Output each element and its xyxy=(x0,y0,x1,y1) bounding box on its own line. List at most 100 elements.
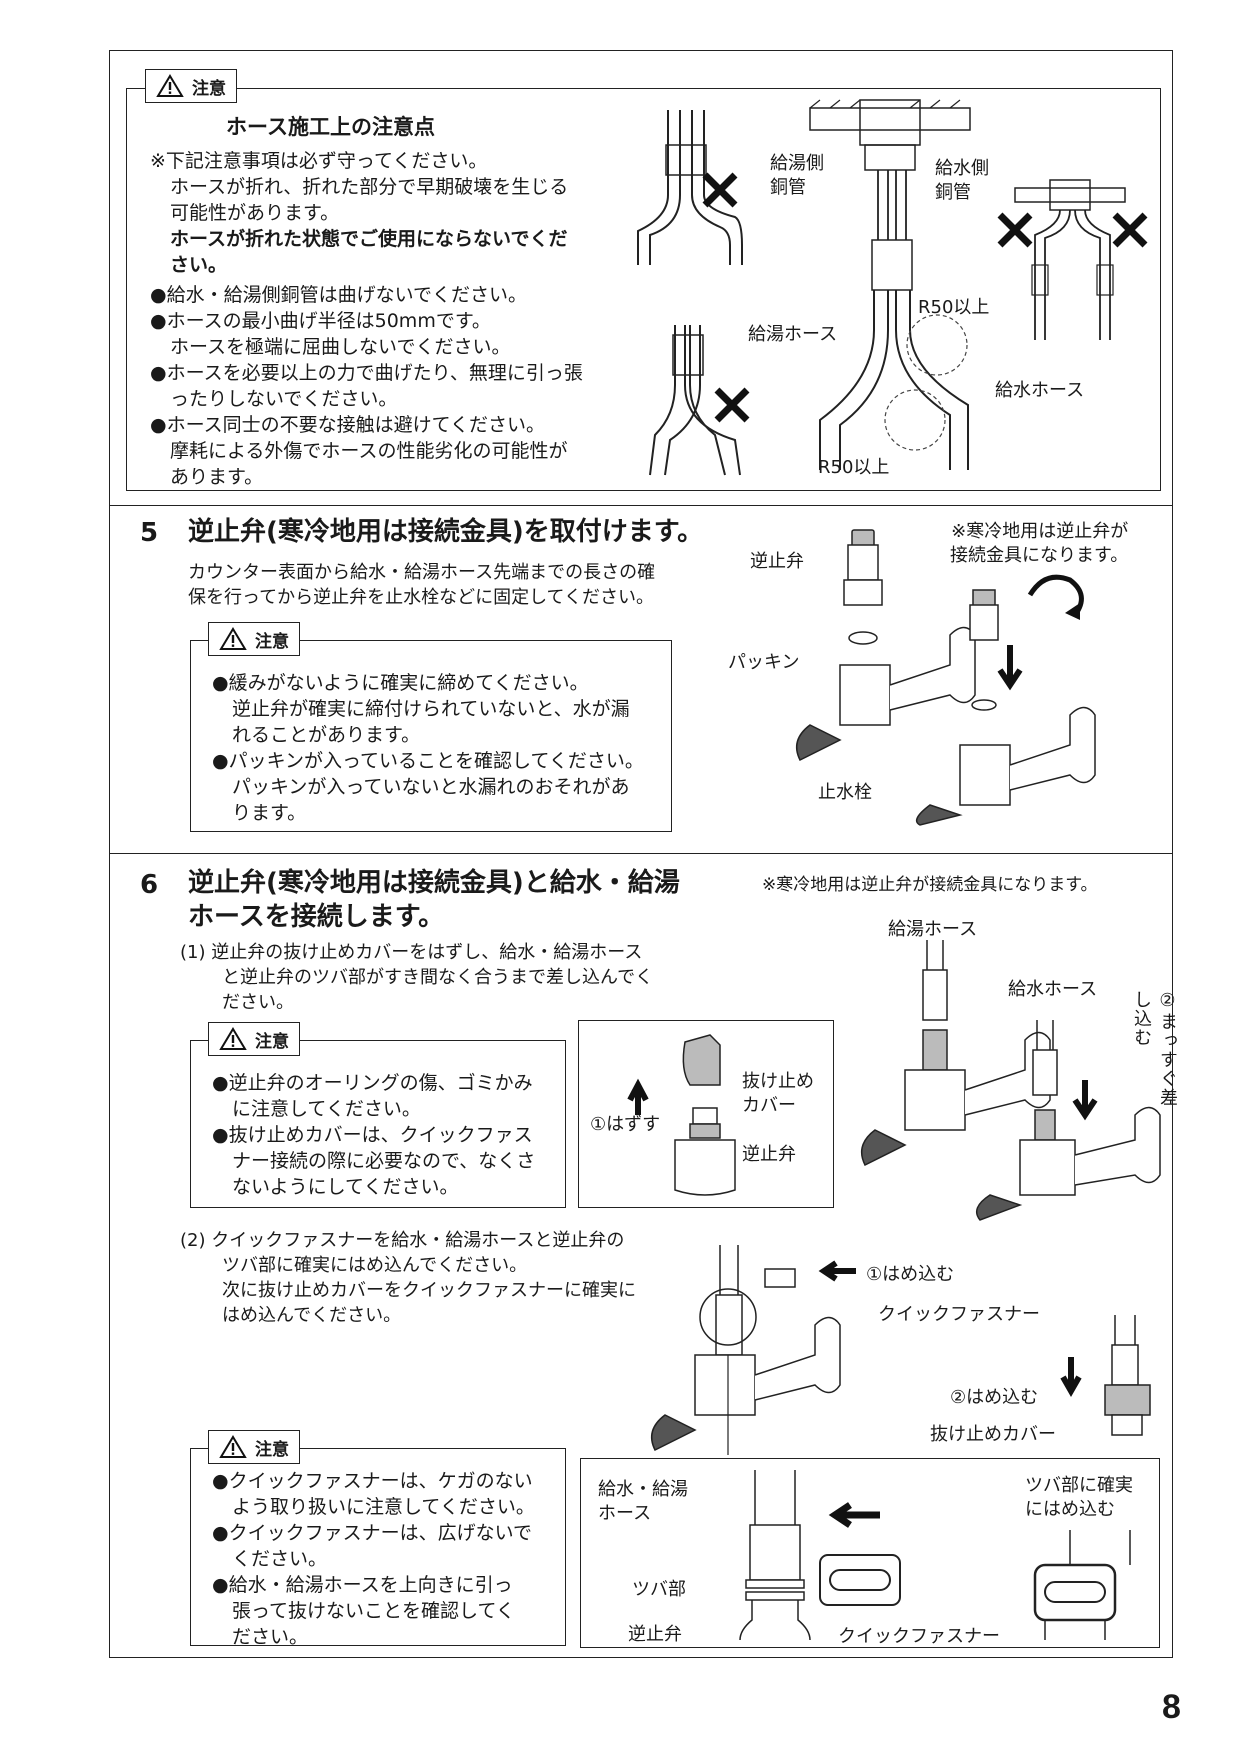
insert-straight-label: ②まっすぐ差し込む xyxy=(1131,990,1178,1107)
cross-mark-icon xyxy=(997,212,1033,248)
hose-line: ホースが折れ、折れた部分で早期破壊を生じる xyxy=(170,176,569,198)
step6-sub2: (2) クイックファスナーを給水・給湯ホースと逆止弁の xyxy=(180,1230,625,1251)
hose-line: ●ホースの最小曲げ半径は50mmです。 xyxy=(150,310,491,332)
step6-sub2: 次に抜け止めカバーをクイックファスナーに確実に xyxy=(222,1280,636,1301)
step6-caution2-line: ●クイックファスナーは、広げないで xyxy=(212,1522,533,1544)
cold-pipe-label: 給水側 銅管 xyxy=(935,157,989,205)
check-valve-install-illustration xyxy=(795,529,1096,826)
step5-caution-line: パッキンが入っていないと水漏れのおそれがあ xyxy=(232,776,630,798)
caution-label: 注意 xyxy=(192,78,226,99)
caution-label: 注意 xyxy=(255,1031,289,1052)
valve-label: 逆止弁 xyxy=(628,1624,682,1645)
hot-pipe-label: 給湯側 銅管 xyxy=(770,152,824,200)
cover-removal-illustration xyxy=(627,1034,736,1196)
hose-line: ※下記注意事項は必ず守ってください。 xyxy=(150,150,488,172)
flange-label: ツバ部 xyxy=(632,1579,686,1600)
cross-mark-icon xyxy=(714,387,750,423)
step-title: 逆止弁(寒冷地用は接続金具)と給水・給湯 xyxy=(188,868,680,898)
step6-caution1-line: に注意してください。 xyxy=(232,1098,421,1120)
hose-correct-illustration xyxy=(809,99,971,470)
hose-line: ●給水・給湯側銅管は曲げないでください。 xyxy=(150,284,528,306)
cross-mark-icon xyxy=(702,172,738,208)
warning-icon xyxy=(219,1027,247,1050)
cover-label-text: 抜け止め カバー xyxy=(742,1071,814,1116)
fit-flange-label: ツバ部に確実 にはめ込む xyxy=(1025,1474,1133,1522)
hose-line: ったりしないでください。 xyxy=(170,388,398,410)
divider-2 xyxy=(109,853,1173,854)
divider-1 xyxy=(109,505,1173,506)
hose-line: 可能性があります。 xyxy=(170,202,340,224)
step6-caution1-line: ●抜け止めカバーは、クイックファス xyxy=(212,1124,533,1146)
step6-caution2-line: ださい。 xyxy=(232,1626,309,1648)
fastener-label: クイックファスナー xyxy=(838,1626,1000,1647)
step5-note-text: ※寒冷地用は逆止弁が 接続金具になります。 xyxy=(950,521,1129,566)
step5-caution-line: ります。 xyxy=(232,802,307,824)
step6-caution2-line: ください。 xyxy=(232,1548,328,1570)
step6-caution2-line: ●給水・給湯ホースを上向きに引っ xyxy=(212,1574,513,1596)
hose-insert-illustration xyxy=(860,940,1161,1221)
remove-label: ①はずす xyxy=(590,1114,661,1135)
hose-label: 給水・給湯 ホース xyxy=(598,1478,688,1526)
step-number: 5 xyxy=(140,518,159,548)
hose-line: ●ホースを必要以上の力で曲げたり、無理に引っ張 xyxy=(150,362,583,384)
caution-label: 注意 xyxy=(255,1439,289,1460)
step5-caution-line: ●緩みがないように確実に締めてください。 xyxy=(212,672,589,694)
hose-label-text: 給水・給湯 ホース xyxy=(598,1479,688,1524)
hot-hose-label: 給湯ホース xyxy=(748,324,838,345)
caution-tab: 注意 xyxy=(208,1430,300,1464)
cover-label: 抜け止めカバー xyxy=(930,1424,1056,1445)
fit1-label: ①はめ込む xyxy=(866,1264,955,1285)
packing-label: パッキン xyxy=(728,652,800,673)
cross-mark-icon xyxy=(1112,212,1148,248)
fit-flange-text: ツバ部に確実 にはめ込む xyxy=(1025,1475,1133,1520)
fastener-detail-illustration xyxy=(739,1470,1131,1641)
step-title: 逆止弁(寒冷地用は接続金具)を取付けます。 xyxy=(188,517,704,547)
left-arrow-icon xyxy=(818,1260,856,1282)
step6-note: ※寒冷地用は逆止弁が接続金具になります。 xyxy=(762,875,1098,895)
step5-caution-line: れることがあります。 xyxy=(232,724,421,746)
hose-title: ホース施工上の注意点 xyxy=(226,115,435,139)
step5-desc: カウンター表面から給水・給湯ホース先端までの長さの確 xyxy=(188,562,656,583)
detail2-box xyxy=(580,1458,1160,1648)
step5-note: ※寒冷地用は逆止弁が 接続金具になります。 xyxy=(950,520,1128,568)
step5-desc: 保を行ってから逆止弁を止水栓などに固定してください。 xyxy=(188,587,655,608)
cold-hose-label: 給水ホース xyxy=(1008,979,1098,1000)
page-frame xyxy=(109,50,1173,1658)
caution-label: 注意 xyxy=(255,631,289,652)
hose-line: さい。 xyxy=(170,254,228,276)
hot-pipe-text: 給湯側 銅管 xyxy=(770,153,824,198)
caution-tab: 注意 xyxy=(208,1022,300,1056)
radius-label: R50以上 xyxy=(918,297,990,318)
step6-caution1-line: ないようにしてください。 xyxy=(232,1176,459,1198)
step5-caution-box xyxy=(190,640,672,832)
step6-caution2-box xyxy=(190,1448,566,1646)
step-title: ホースを接続します。 xyxy=(188,902,445,932)
hose-line: あります。 xyxy=(170,466,264,488)
step6-sub1: と逆止弁のツバ部がすき間なく合うまで差し込んでく xyxy=(222,967,654,988)
down-arrow-icon xyxy=(1060,1357,1082,1398)
step5-caution-line: ●パッキンが入っていることを確認してください。 xyxy=(212,750,644,772)
step6-caution1-box xyxy=(190,1040,566,1208)
fastener-install-illustration xyxy=(650,1245,841,1455)
warning-icon xyxy=(156,74,184,97)
radius-label: R50以上 xyxy=(818,457,890,478)
hose-caution-box xyxy=(126,88,1161,491)
step6-sub1: ださい。 xyxy=(222,992,294,1013)
valve-label: 逆止弁 xyxy=(742,1144,796,1165)
step6-caution2-line: よう取り扱いに注意してください。 xyxy=(232,1496,535,1518)
fit2-label: ②はめ込む xyxy=(950,1387,1039,1408)
hose-line: ホースが折れた状態でご使用にならないでくだ xyxy=(170,228,568,250)
caution-tab: 注意 xyxy=(208,622,300,656)
caution-tab: 注意 xyxy=(145,69,237,103)
warning-icon xyxy=(219,1435,247,1458)
step5-caution-line: 逆止弁が確実に締付けられていないと、水が漏 xyxy=(232,698,630,720)
step6-caution2-line: ●クイックファスナーは、ケガのない xyxy=(212,1470,533,1492)
step6-caution1-line: ●逆止弁のオーリングの傷、ゴミかみ xyxy=(212,1072,533,1094)
step6-caution1-line: ナー接続の際に必要なので、なくさ xyxy=(232,1150,536,1172)
stop-valve-label: 止水栓 xyxy=(818,782,872,803)
step6-sub2: ツバ部に確実にはめ込んでください。 xyxy=(222,1255,528,1276)
page-number: 8 xyxy=(1162,1688,1181,1726)
cold-hose-label: 給水ホース xyxy=(995,380,1085,401)
step6-sub2: はめ込んでください。 xyxy=(222,1305,402,1326)
detail1-box xyxy=(578,1020,834,1208)
